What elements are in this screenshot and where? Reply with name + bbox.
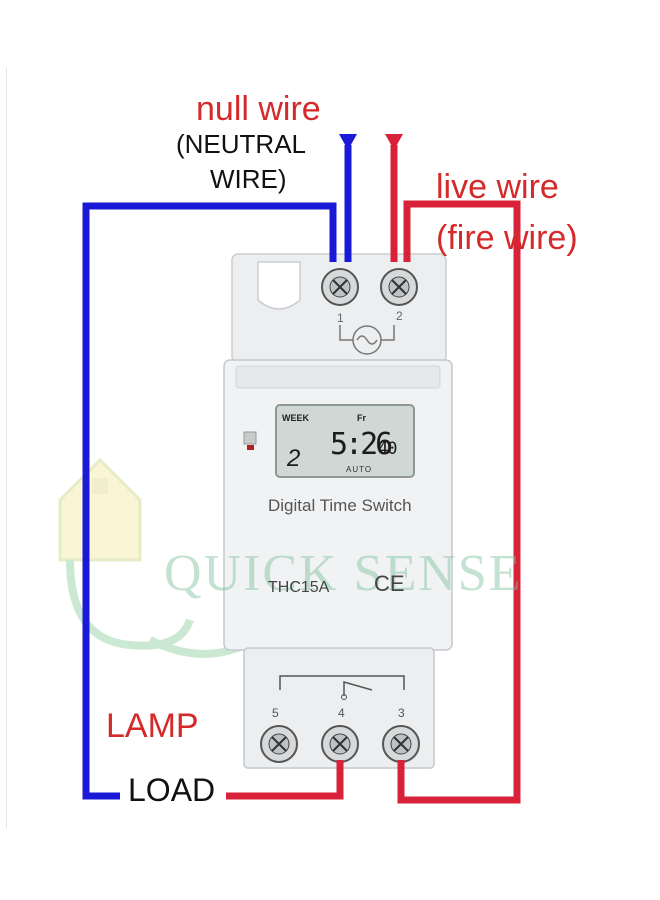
terminal-label-4: 4 [338,706,345,720]
terminal-label-3: 3 [398,706,405,720]
lcd-week-indicator: WEEK [282,413,309,423]
terminal-label-1: 1 [337,311,344,325]
neutral-arrow-icon [339,134,357,150]
live-wire [226,145,521,804]
watermark-logo-icon [58,457,247,658]
lcd-seconds-display: 40 [378,439,398,459]
lcd-program-number: 2 [287,445,301,472]
screw-terminal-1 [321,268,359,306]
terminal-label-5: 5 [272,706,279,720]
neutral-wire [82,145,352,800]
lcd-time-display: 5:26 [330,427,393,462]
lcd-mode-indicator: AUTO [346,465,373,474]
live-wire-label-line1: live wire [436,168,559,206]
screw-terminal-3 [382,725,420,763]
null-wire-label: null wire [196,90,321,128]
watermark-text: QUICK SENSE [164,545,523,602]
live-arrow-icon [385,134,403,150]
ce-mark: CE [374,571,405,596]
lcd-day-indicator: Fr [357,413,366,423]
screw-terminal-4 [321,725,359,763]
terminal-label-2: 2 [396,309,403,323]
screw-terminal-2 [380,268,418,306]
neutral-wire-label-line2: WIRE) [210,164,287,194]
device-model: THC15A [268,579,330,596]
neutral-wire-label-line1: (NEUTRAL [176,129,307,159]
live-wire-label-line2: (fire wire) [436,219,578,257]
device-name: Digital Time Switch [268,496,412,515]
lamp-label: LAMP [106,707,199,745]
load-label: LOAD [128,772,216,808]
screw-terminal-5 [260,725,298,763]
